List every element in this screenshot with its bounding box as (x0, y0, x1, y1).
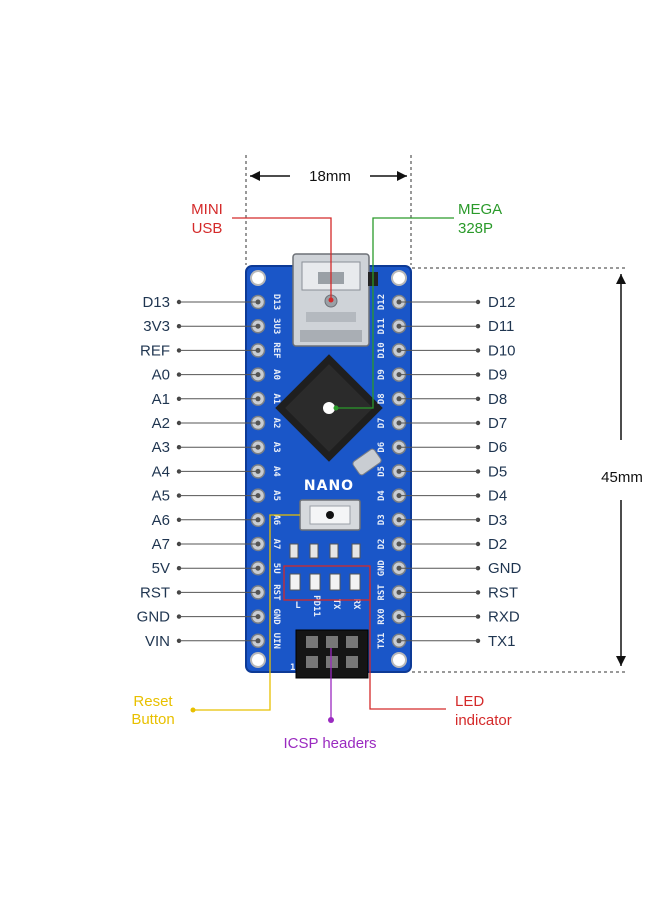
callout-icsp-headers: ICSP headers (283, 648, 377, 752)
silk-label-left: A7 (271, 539, 281, 550)
nano-board: NANO L PD11 TX RX (245, 253, 412, 679)
icsp-header: 1 (290, 629, 369, 679)
silk-label-left: A4 (271, 466, 281, 477)
silk-label-left: A3 (271, 442, 281, 453)
crystal (352, 448, 382, 476)
pin-label-right: D8 (488, 391, 507, 408)
mount-hole-bottom-left (250, 652, 266, 668)
silk-label-right: D10 (377, 342, 387, 358)
silk-label-right: D5 (377, 466, 387, 477)
silk-label-left: GND (271, 608, 281, 625)
pin-label-right: TX1 (488, 633, 516, 650)
callout-mini-usb-line2: USB (192, 220, 223, 237)
pin-label-right: D5 (488, 463, 507, 480)
pin-label-left: A4 (152, 463, 170, 480)
nano-silkscreen-label: NANO (304, 478, 354, 494)
pin-label-right: D11 (488, 318, 514, 335)
pin-label-left: A6 (152, 512, 170, 529)
silk-label-right: GND (377, 559, 387, 576)
reset-button (299, 499, 361, 531)
pin-label-right: D3 (488, 512, 507, 529)
pin-label-left: A2 (152, 415, 170, 432)
pin-label-left: RST (140, 584, 170, 601)
callout-reset-line2: Button (131, 711, 174, 728)
silk-label-left: D13 (271, 294, 281, 310)
silk-label-right: D4 (377, 490, 387, 501)
width-label: 18mm (309, 168, 351, 185)
callout-led-line1: LED (455, 693, 484, 710)
pin-label-left: VIN (145, 633, 170, 650)
callout-reset-line1: Reset (133, 693, 173, 710)
silk-label-left: REF (271, 342, 281, 358)
pin-label-right: D6 (488, 439, 507, 456)
callout-mini-usb: MINI USB (191, 201, 334, 303)
silk-label-right: RST (377, 584, 387, 601)
pin-label-left: REF (140, 342, 170, 359)
pin-label-left: A3 (152, 439, 170, 456)
silk-label-left: 5U (271, 563, 281, 574)
mount-hole-top-left (250, 270, 266, 286)
pin-label-left: A0 (152, 367, 170, 384)
callout-mega328p: MEGA 328P (333, 201, 502, 411)
pin-label-left: A5 (152, 488, 170, 505)
silk-label-left: A5 (271, 490, 281, 501)
silk-label-right: TX1 (377, 633, 387, 649)
mega328p-chip (275, 354, 383, 462)
pin-label-left: 3V3 (143, 318, 170, 335)
silk-label-right: D11 (377, 318, 387, 334)
pin-label-left: A1 (152, 391, 170, 408)
pin-label-right: D2 (488, 536, 507, 553)
pin-label-right: RST (488, 584, 518, 601)
silk-label-left: UIN (271, 633, 281, 649)
led-label-rx: RX (351, 599, 361, 610)
silk-label-right: RX0 (377, 608, 387, 624)
icsp-pin1-label: 1 (290, 663, 295, 673)
silk-label-left: RST (271, 584, 281, 601)
silk-label-left: A2 (271, 418, 281, 429)
mount-hole-top-right (391, 270, 407, 286)
silk-label-right: D2 (377, 539, 387, 550)
height-dimension: 45mm (412, 267, 643, 673)
pin-label-right: D9 (488, 367, 507, 384)
callout-mega328p-line2: 328P (458, 220, 493, 237)
silk-label-right: D7 (377, 418, 387, 429)
pin-label-right: RXD (488, 609, 520, 626)
height-label: 45mm (601, 469, 643, 486)
silk-label-left: A1 (271, 393, 281, 404)
led-label-pd11: PD11 (311, 595, 321, 617)
callout-led-indicator: LED indicator (283, 565, 512, 729)
silk-label-right: D8 (377, 393, 387, 404)
silk-label-right: D3 (377, 514, 387, 525)
led-label-l: L (295, 601, 301, 611)
callout-mini-usb-line1: MINI (191, 201, 223, 218)
pin-label-left: 5V (152, 560, 170, 577)
pin-label-left: D13 (142, 294, 170, 311)
led-label-tx: TX (331, 599, 341, 610)
width-dimension: 18mm (245, 155, 412, 265)
mount-hole-bottom-right (391, 652, 407, 668)
pin-label-right: GND (488, 560, 522, 577)
pin-label-left: GND (137, 609, 171, 626)
callout-led-line2: indicator (455, 712, 512, 729)
silk-label-right: D9 (377, 369, 387, 380)
silk-label-left: 3U3 (271, 318, 281, 334)
pin-label-right: D10 (488, 342, 516, 359)
callout-icsp-text: ICSP headers (283, 735, 376, 752)
pin-label-left: A7 (152, 536, 170, 553)
pin-label-right: D4 (488, 488, 507, 505)
callout-reset-button: Reset Button (131, 514, 300, 728)
led-indicator-block: L PD11 TX RX (289, 543, 361, 617)
silk-label-right: D12 (377, 294, 387, 310)
silk-label-left: A0 (271, 369, 281, 380)
pin-label-right: D12 (488, 294, 516, 311)
silk-label-left: A6 (271, 514, 281, 525)
pin-label-right: D7 (488, 415, 507, 432)
silk-label-right: D6 (377, 442, 387, 453)
callout-mega328p-line1: MEGA (458, 201, 502, 218)
